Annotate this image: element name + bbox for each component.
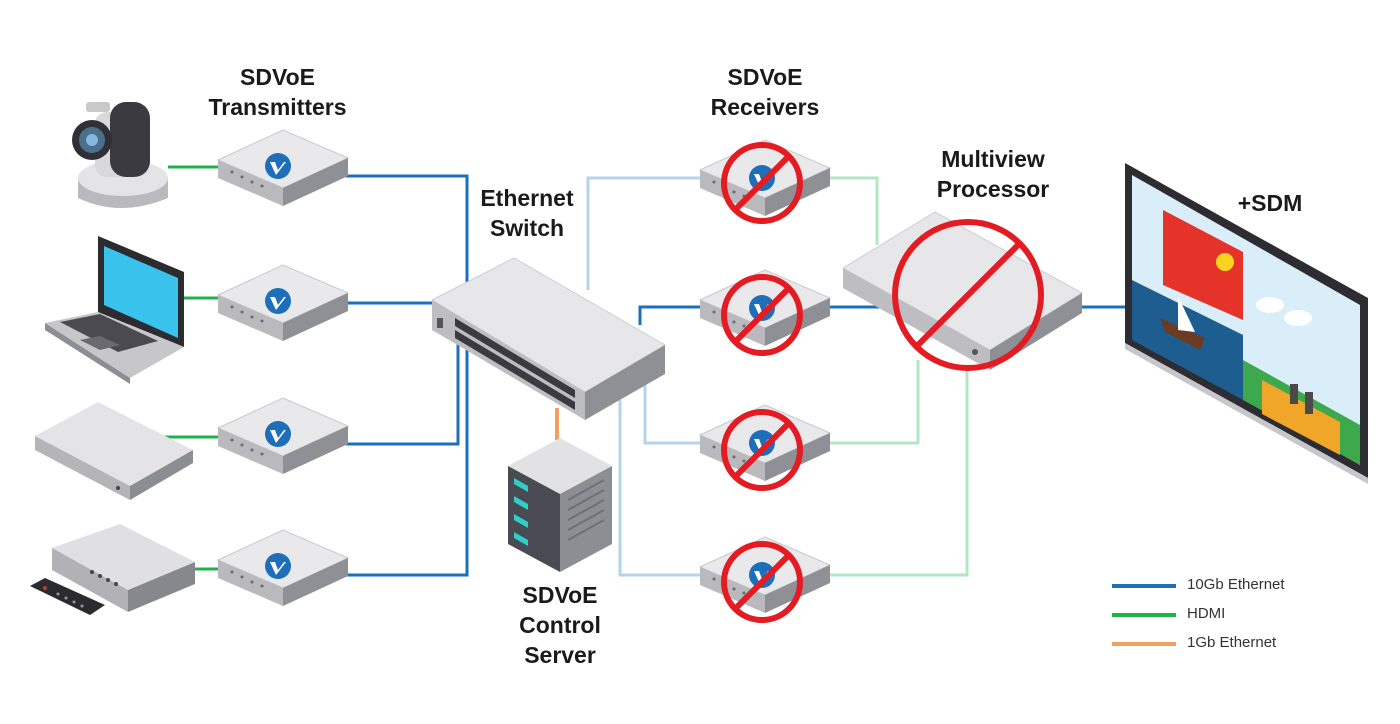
sdvoe-transmitter-icon <box>217 264 349 342</box>
eth10g-tx3-switch <box>346 340 460 446</box>
legend-swatch-10gb-ethernet <box>1112 584 1176 588</box>
eth-switch-rx1 <box>586 176 700 290</box>
eth-switch-rx2 <box>638 305 700 325</box>
sdm-label-text: +SDM <box>1237 190 1303 216</box>
control-server-label-line1: SDVoE <box>522 582 598 608</box>
sdvoe-transmitter-icon <box>217 397 349 475</box>
cables <box>160 165 1130 577</box>
sdm-label: +SDM <box>1225 188 1315 218</box>
legend: 10Gb Ethernet HDMI 1Gb Ethernet <box>1112 572 1352 659</box>
control-server-label-line3: Server <box>524 642 596 668</box>
transmitters-label: SDVoE Transmitters <box>205 62 350 122</box>
transmitters-label-line2: Transmitters <box>208 94 347 120</box>
control-server-label: SDVoE Control Server <box>495 580 625 670</box>
prohibited-icon <box>892 219 1044 371</box>
ethernet-switch-icon <box>430 257 666 420</box>
eth10g-tx4-switch <box>346 345 469 577</box>
hdmi-rx3-multiview <box>805 360 920 445</box>
ptz-camera-icon <box>72 102 168 208</box>
multiview-label-line1: Multiview <box>941 146 1045 172</box>
legend-label: HDMI <box>1187 605 1226 622</box>
multiview-label: Multiview Processor <box>918 144 1068 204</box>
media-player-with-remote-icon <box>30 524 195 615</box>
switch-label-line1: Ethernet <box>480 185 574 211</box>
control-server-label-line2: Control <box>519 612 601 638</box>
eth10g-tx1-switch <box>346 174 469 285</box>
legend-label: 1Gb Ethernet <box>1187 634 1277 651</box>
display-icon <box>1125 163 1368 484</box>
receivers-label-line2: Receivers <box>710 94 820 120</box>
multiview-label-line2: Processor <box>936 176 1050 202</box>
server-icon <box>508 438 612 572</box>
multiview-processor-icon <box>842 211 1083 370</box>
eth-switch-rx4 <box>618 400 700 577</box>
receivers-label: SDVoE Receivers <box>695 62 835 122</box>
set-top-box-icon <box>35 402 193 500</box>
sdvoe-transmitter-icon <box>217 529 349 607</box>
legend-item: 10Gb Ethernet <box>1112 572 1352 601</box>
transmitters-label-line1: SDVoE <box>240 64 315 90</box>
switch-label-line2: Switch <box>489 215 565 241</box>
eth-switch-rx3 <box>643 372 700 445</box>
laptop-icon <box>45 236 184 384</box>
hdmi-rx4-multiview <box>805 368 969 577</box>
sdvoe-transmitter-icon <box>217 129 349 207</box>
receivers-label-line1: SDVoE <box>727 64 803 90</box>
legend-swatch-hdmi <box>1112 613 1176 617</box>
legend-swatch-1gb-ethernet <box>1112 642 1176 646</box>
legend-item: 1Gb Ethernet <box>1112 630 1352 659</box>
switch-label: Ethernet Switch <box>462 183 592 243</box>
legend-item: HDMI <box>1112 601 1352 630</box>
legend-label: 10Gb Ethernet <box>1187 576 1285 593</box>
